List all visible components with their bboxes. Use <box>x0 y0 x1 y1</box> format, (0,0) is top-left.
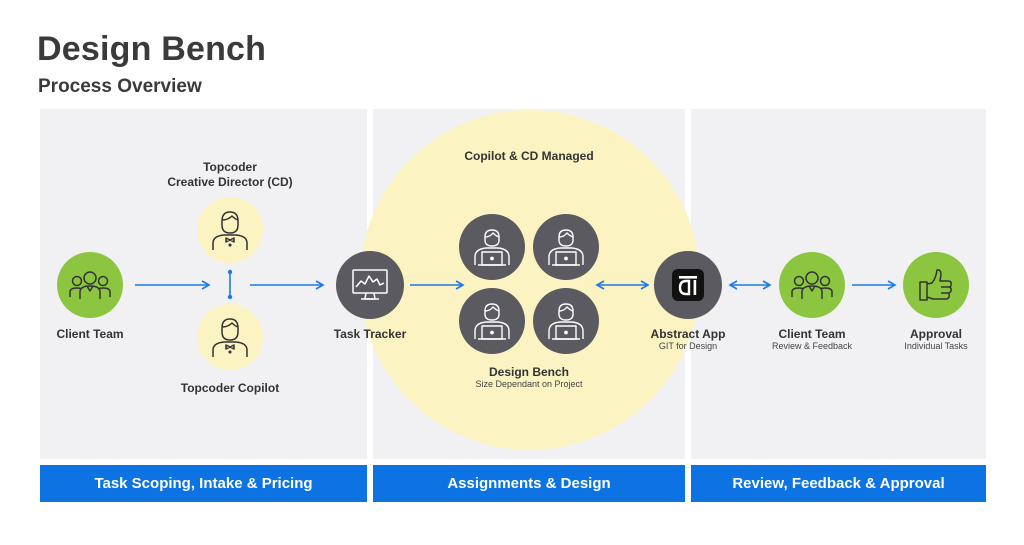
designer-laptop-icon <box>544 301 588 341</box>
client-team-node <box>57 252 123 318</box>
cd-label-line1: Topcoder <box>203 160 257 174</box>
approval-label: Approval <box>909 327 963 341</box>
abstract-app-node <box>654 251 722 319</box>
task-tracker-label: Task Tracker <box>333 327 407 341</box>
thumbs-up-icon <box>917 266 955 304</box>
page-subtitle: Process Overview <box>38 76 202 97</box>
abstract-app-sublabel: GIT for Design <box>658 341 718 351</box>
designer-laptop-icon <box>544 227 588 267</box>
monitor-chart-icon <box>350 267 390 303</box>
approval-sublabel: Individual Tasks <box>904 341 968 351</box>
approval-node <box>903 252 969 318</box>
task-tracker-node <box>336 251 404 319</box>
designer-laptop-icon <box>470 301 514 341</box>
phase-band-design: Assignments & Design <box>373 465 685 502</box>
client-team-label: Client Team <box>56 327 124 341</box>
designer-node-3 <box>459 288 525 354</box>
page-title: Design Bench <box>37 30 267 68</box>
person-bowtie-icon <box>210 208 250 252</box>
phase-band-review: Review, Feedback & Approval <box>691 465 986 502</box>
abstract-logo-icon <box>671 268 705 302</box>
designer-node-2 <box>533 214 599 280</box>
designer-laptop-icon <box>470 227 514 267</box>
managed-zone-title: Copilot & CD Managed <box>464 149 594 163</box>
managed-zone-highlight <box>360 110 700 450</box>
client-team-review-node <box>779 252 845 318</box>
copilot-label: Topcoder Copilot <box>180 381 280 395</box>
team-icon <box>68 267 112 303</box>
team-icon <box>790 267 834 303</box>
designer-node-4 <box>533 288 599 354</box>
creative-director-node <box>197 197 263 263</box>
design-bench-label: Design Bench <box>488 365 570 379</box>
copilot-node <box>197 304 263 370</box>
cd-label-line2: Creative Director (CD) <box>167 175 293 189</box>
person-bowtie-icon <box>210 315 250 359</box>
abstract-app-label: Abstract App <box>650 327 726 341</box>
client-team-review-label: Client Team <box>778 327 846 341</box>
phase-band-scoping: Task Scoping, Intake & Pricing <box>40 465 367 502</box>
client-team-review-sublabel: Review & Feedback <box>771 341 853 351</box>
designer-node-1 <box>459 214 525 280</box>
design-bench-sublabel: Size Dependant on Project <box>475 379 583 389</box>
